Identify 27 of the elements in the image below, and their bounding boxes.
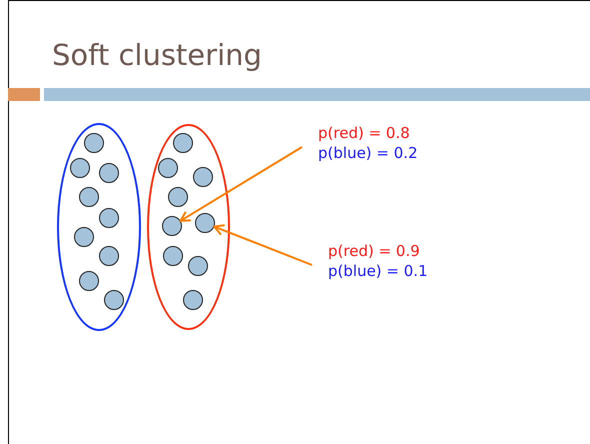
data-point-circle: [98, 246, 118, 266]
cluster-ellipse: [147, 124, 230, 330]
probability-label: p(red) = 0.8: [318, 123, 411, 143]
data-point-circle: [98, 162, 118, 182]
probability-label: p(blue) = 0.2: [318, 143, 418, 163]
data-point-circle: [194, 212, 214, 232]
arrow: [213, 224, 312, 266]
data-point-circle: [172, 132, 192, 152]
data-point-circle: [78, 186, 98, 206]
data-point-circle: [188, 256, 208, 276]
slide-title: Soft clustering: [52, 38, 262, 72]
probability-label: p(blue) = 0.1: [328, 261, 428, 281]
data-point-circle: [78, 270, 98, 290]
data-point-circle: [74, 226, 94, 246]
arrow: [180, 146, 303, 222]
cluster-ellipse: [57, 123, 141, 331]
data-point-circle: [182, 290, 202, 310]
data-point-circle: [98, 208, 118, 228]
data-point-circle: [70, 158, 90, 178]
data-point-circle: [192, 166, 212, 186]
data-point-circle: [162, 246, 182, 266]
data-point-circle: [104, 290, 124, 310]
data-point-circle: [158, 158, 178, 178]
data-point-circle: [84, 132, 104, 152]
data-point-circle: [162, 216, 182, 236]
data-point-circle: [168, 186, 188, 206]
probability-label: p(red) = 0.9: [328, 241, 421, 261]
